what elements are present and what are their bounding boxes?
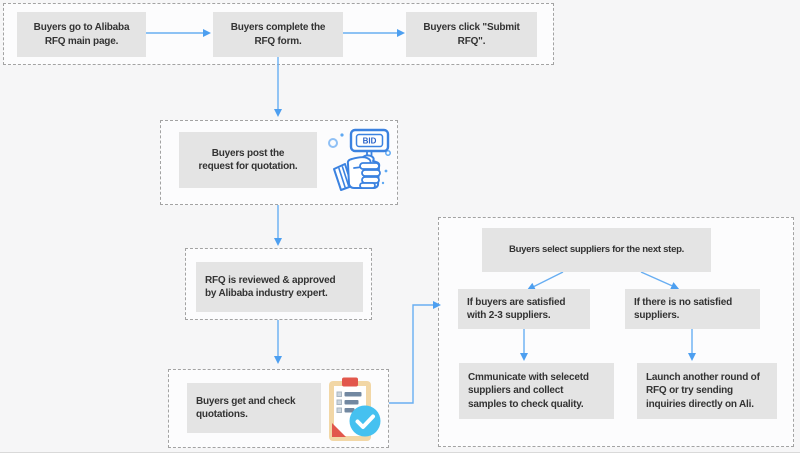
step-get-and-check-quotations: Buyers get and check quotations. — [187, 383, 321, 433]
step-launch-another-rfq-round: Launch another round of RFQ or try sendi… — [637, 363, 777, 419]
step-post-request-for-quotation: Buyers post the request for quotation. — [179, 132, 317, 188]
bid-sign-icon: BID — [328, 128, 391, 191]
step-select-suppliers: Buyers select suppliers for the next ste… — [482, 228, 711, 272]
step-click-submit-rfq: Buyers click "Submit RFQ". — [406, 12, 537, 57]
clipboard-check-icon — [329, 377, 381, 441]
step-rfq-reviewed-approved: RFQ is reviewed & approved by Alibaba in… — [196, 262, 363, 312]
connector-quotations-to-selection — [389, 301, 441, 404]
step-communicate-collect-samples: Cmmunicate with selecetd suppliers and c… — [459, 363, 614, 419]
branch-satisfied-with-suppliers: If buyers are satisfied with 2-3 supplie… — [458, 289, 590, 329]
step-complete-rfq-form: Buyers complete the RFQ form. — [213, 12, 343, 57]
bid-sign-label: BID — [363, 137, 377, 146]
step-go-to-rfq-main-page: Buyers go to Alibaba RFQ main page. — [17, 12, 146, 57]
branch-no-satisfied-suppliers: If there is no satisfied suppliers. — [625, 289, 760, 329]
